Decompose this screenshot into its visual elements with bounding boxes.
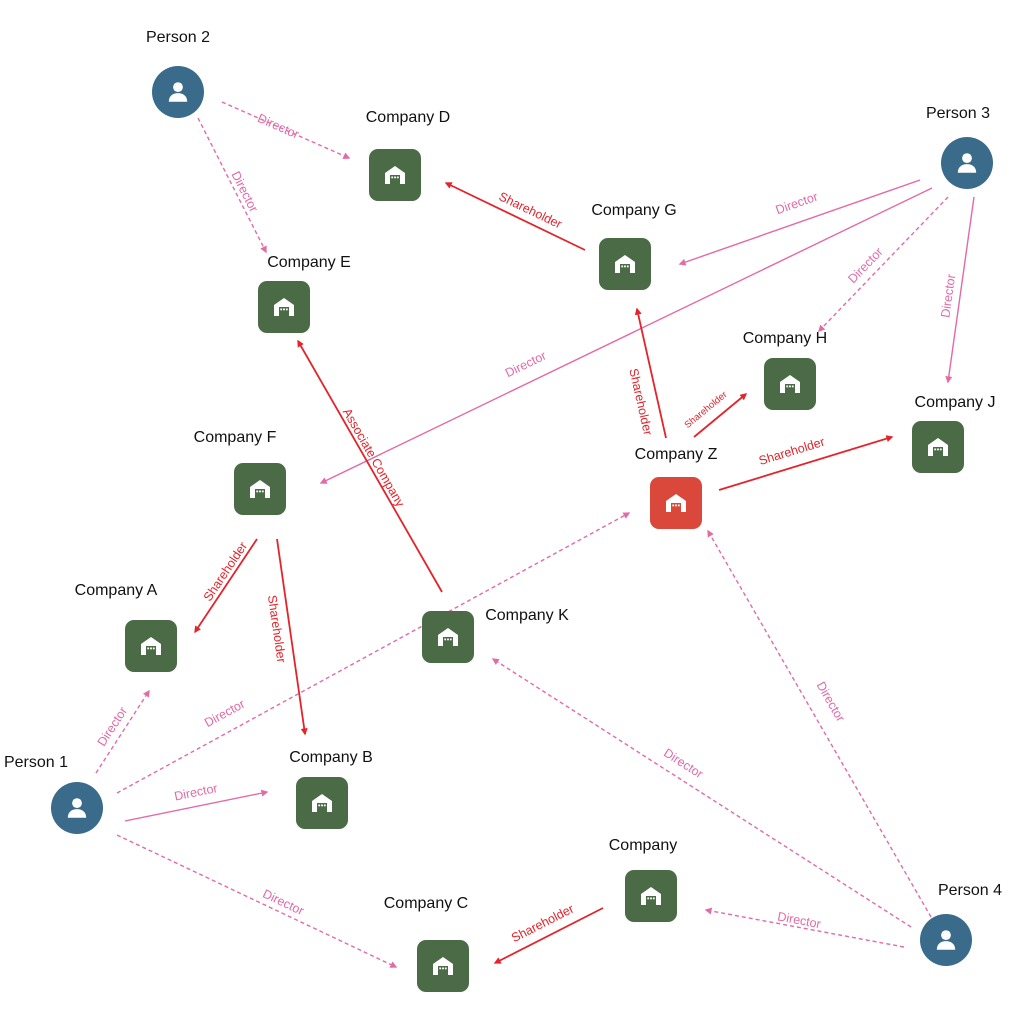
shareholder-connector (444, 182, 586, 251)
shareholder-connector (493, 907, 604, 964)
nodes-layer: Person 2 Person 3 Person 1 Person 4 Company … (4, 29, 1002, 992)
node-person2[interactable]: Person 2 (146, 29, 210, 118)
director-connector (319, 187, 933, 484)
node-companyF[interactable]: Company F (194, 429, 286, 515)
node-person1[interactable]: Person 1 (4, 754, 103, 834)
edge-label: Director (661, 746, 705, 781)
director-connector (491, 658, 912, 928)
edge-f-b: Shareholder (265, 538, 308, 736)
edge-p1-c: Director (116, 834, 398, 968)
node-companyD[interactable]: Company D (366, 109, 450, 201)
edge-label: Shareholder (265, 594, 289, 663)
shareholder-connector (634, 307, 667, 439)
director-connector (707, 529, 932, 918)
edge-label: Director (173, 781, 219, 803)
shareholder-connector (718, 435, 894, 491)
node-label: Company F (194, 429, 277, 446)
edge-p4-co: Director (704, 907, 905, 948)
director-connector (197, 117, 267, 254)
director-connector (704, 907, 905, 948)
director-connector (678, 179, 921, 266)
node-label: Company E (267, 254, 351, 271)
node-label: Company (609, 837, 677, 854)
director-connector (95, 689, 150, 774)
director-connector (945, 196, 975, 384)
edge-label: Director (255, 111, 301, 141)
node-label: Company G (591, 202, 676, 219)
shareholder-connector (693, 393, 748, 438)
node-companyA[interactable]: Company A (75, 582, 177, 672)
node-person4[interactable]: Person 4 (920, 882, 1002, 966)
director-connector (221, 101, 351, 159)
node-companyK[interactable]: Company K (422, 607, 569, 663)
node-label: Company H (743, 330, 827, 347)
edge-label: Shareholder (626, 367, 655, 437)
edge-z-j: Shareholder (718, 435, 894, 491)
edge-p1-z: Director (116, 512, 631, 794)
edge-label: Shareholder (497, 189, 564, 231)
node-label: Company J (915, 394, 996, 411)
node-label: Company C (384, 895, 468, 912)
shareholder-connector (194, 538, 258, 634)
node-label: Company K (485, 607, 569, 624)
edge-p4-z: Director (707, 529, 932, 918)
edge-label: Shareholder (201, 539, 250, 603)
edge-z-h: Shareholder (683, 389, 748, 438)
edge-p4-k: Director (491, 658, 912, 928)
edge-p2-d: Director (221, 101, 351, 159)
edge-k-e: Associate Company (297, 339, 443, 593)
edge-label: Director (503, 349, 548, 381)
edge-p1-a: Director (95, 689, 150, 774)
node-companyJ[interactable]: Company J (912, 394, 995, 473)
edge-label: Director (845, 245, 885, 286)
edge-label: Director (95, 704, 131, 748)
edge-p1-b: Director (124, 781, 269, 822)
edge-p2-e: Director (197, 117, 267, 254)
director-connector (124, 789, 269, 822)
edge-label: Director (228, 169, 260, 214)
edge-co-c: Shareholder (493, 902, 604, 964)
edge-label: Associate Company (340, 406, 408, 510)
node-label: Person 3 (926, 105, 990, 122)
node-companyG[interactable]: Company G (591, 202, 677, 290)
node-companyE[interactable]: Company E (258, 254, 351, 333)
node-label: Company B (289, 749, 373, 766)
edge-label: Shareholder (683, 389, 730, 430)
director-connector (116, 834, 398, 968)
node-companyC[interactable]: Company C (384, 895, 469, 992)
director-connector (116, 512, 631, 794)
edge-f-a: Shareholder (194, 538, 258, 634)
node-label: Person 4 (938, 882, 1002, 899)
edge-p3-j: Director (938, 196, 975, 384)
node-company[interactable]: Company (609, 837, 677, 922)
node-companyZ[interactable]: Company Z (635, 446, 718, 529)
edge-z-g: Shareholder (626, 307, 667, 439)
edge-g-d: Shareholder (444, 182, 586, 251)
node-label: Person 2 (146, 29, 210, 46)
node-companyH[interactable]: Company H (743, 330, 827, 410)
edge-p3-h: Director (818, 196, 949, 333)
edge-label: Director (814, 679, 848, 724)
director-connector (818, 196, 949, 333)
shareholder-connector (297, 339, 443, 593)
node-label: Company A (75, 582, 158, 599)
node-companyB[interactable]: Company B (289, 749, 373, 829)
node-label: Person 1 (4, 754, 68, 771)
edge-label: Shareholder (757, 435, 826, 468)
edge-label: Director (774, 189, 820, 217)
edge-label: Director (938, 273, 958, 318)
node-label: Company Z (635, 446, 718, 463)
node-label: Company D (366, 109, 450, 126)
node-person3[interactable]: Person 3 (926, 105, 993, 189)
edge-p3-f: Director (319, 187, 933, 484)
shareholder-connector (276, 538, 308, 736)
